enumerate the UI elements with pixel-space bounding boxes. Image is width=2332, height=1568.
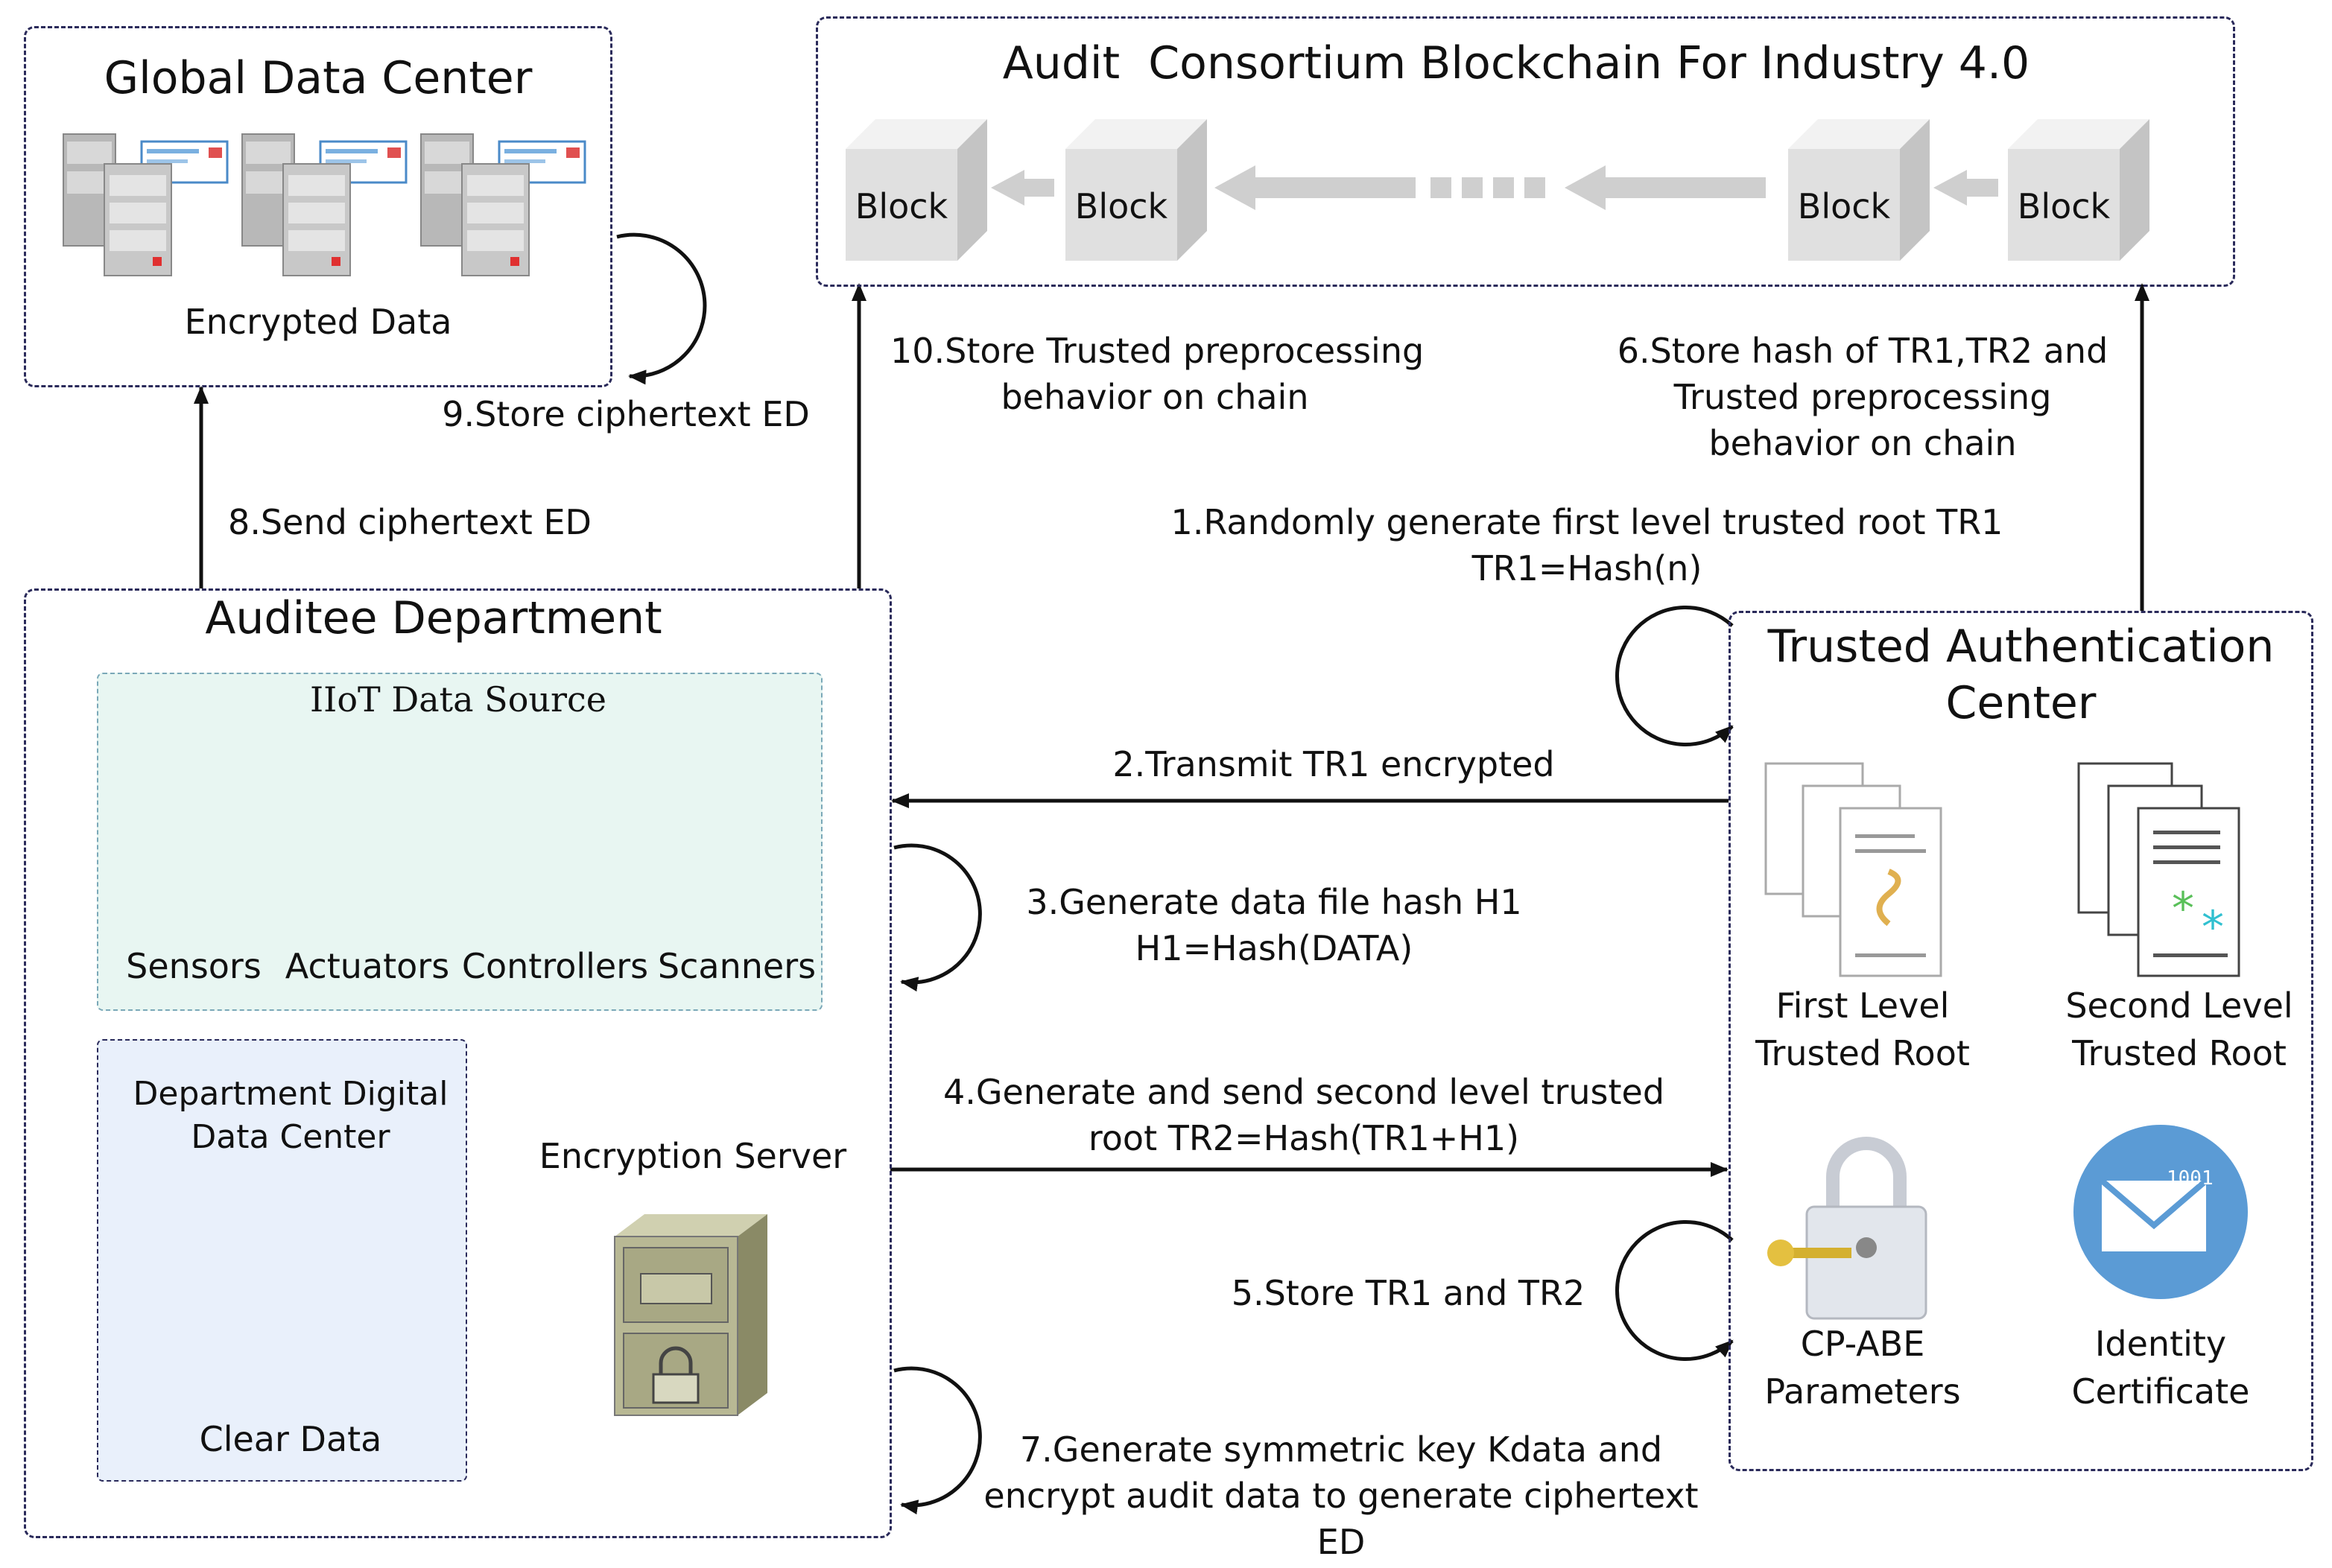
loop-7-generate-kdata [893,1366,982,1515]
global-data-center-box [24,26,612,387]
block-label: Block [855,186,948,226]
device-label-sensors: Sensors [126,946,262,986]
step-5-label: 5.Store TR1 and TR2 [1231,1273,1585,1313]
tac-item-cp-abe: CP-ABE Parameters [1764,1324,1961,1412]
step-2-label: 2.Transmit TR1 encrypted [1112,744,1555,784]
blockchain-box [816,16,2235,287]
block-cube-icon [846,119,987,261]
loop-1-generate-tr1 [1615,606,1734,746]
cp-abe-lock-icon [1767,1137,1927,1320]
step-8-label: 8.Send ciphertext ED [228,502,592,542]
first-level-root-doc-icon [1764,762,1942,977]
device-label-scanners: Scanners [657,946,817,986]
block-label: Block [2017,186,2111,226]
second-level-root-doc-icon: * * [2077,762,2240,977]
svg-text:1001: 1001 [2167,1167,2214,1190]
server-icon [241,133,408,276]
blockchain-title: Audit Consortium Blockchain For Industry… [1002,37,2030,89]
iiot-title: IIoT Data Source [310,679,606,720]
tac-title: Trusted Authentication Center [1767,620,2275,729]
loop-3-generate-h1 [893,843,982,992]
ddc-title: Department Digital Data Center [133,1075,449,1156]
trusted-authentication-center-box [1729,611,2313,1471]
global-dc-title: Global Data Center [104,52,533,104]
tac-item-first-level: First Level Trusted Root [1755,985,1970,1073]
step-1-label: 1.Randomly generate first level trusted … [1170,502,2003,588]
loop-5-store-tr [1615,1220,1734,1361]
loop-9-store-ciphertext [616,232,707,385]
encrypted-data-label: Encrypted Data [184,302,452,342]
block-label: Block [1797,186,1891,226]
device-label-controllers: Controllers [461,946,649,986]
server-icon [420,133,586,276]
tac-item-identity-cert: Identity Certificate [2071,1324,2250,1412]
flow-arrows [194,232,2149,1515]
auditee-title: Auditee Department [205,592,662,644]
step-4-label: 4.Generate and send second level trusted… [942,1072,1665,1158]
device-label-actuators: Actuators [285,946,450,986]
encryption-server-icon [614,1214,767,1416]
block-cube-icon [2008,119,2149,261]
iiot-data-source-box [97,673,823,1011]
block-cube-icon [1065,119,1207,261]
svg-text:*: * [2172,883,2194,935]
server-icon [63,133,229,276]
chain-arrow-icon [991,165,1998,210]
encryption-server-label: Encryption Server [539,1136,847,1176]
step-6-label: 6.Store hash of TR1,TR2 and Trusted prep… [1617,331,2108,463]
step-9-label: 9.Store ciphertext ED [442,394,810,434]
step-3-label: 3.Generate data file hash H1 H1=Hash(DAT… [1026,882,1522,968]
department-digital-data-center-box [97,1039,467,1482]
svg-text:*: * [2202,901,2224,953]
block-cube-icon [1788,119,1930,261]
step-7-label: 7.Generate symmetric key Kdata and encry… [983,1429,1699,1562]
identity-certificate-icon: 1001 [2073,1125,2248,1299]
tac-item-second-level: Second Level Trusted Root [2065,985,2293,1073]
blockchain-blocks [846,119,2149,261]
clear-data-label: Clear Data [199,1419,382,1459]
global-dc-servers [63,133,586,276]
block-label: Block [1074,186,1168,226]
auditee-department-box [24,588,892,1538]
step-10-label: 10.Store Trusted preprocessing behavior … [890,331,1425,417]
